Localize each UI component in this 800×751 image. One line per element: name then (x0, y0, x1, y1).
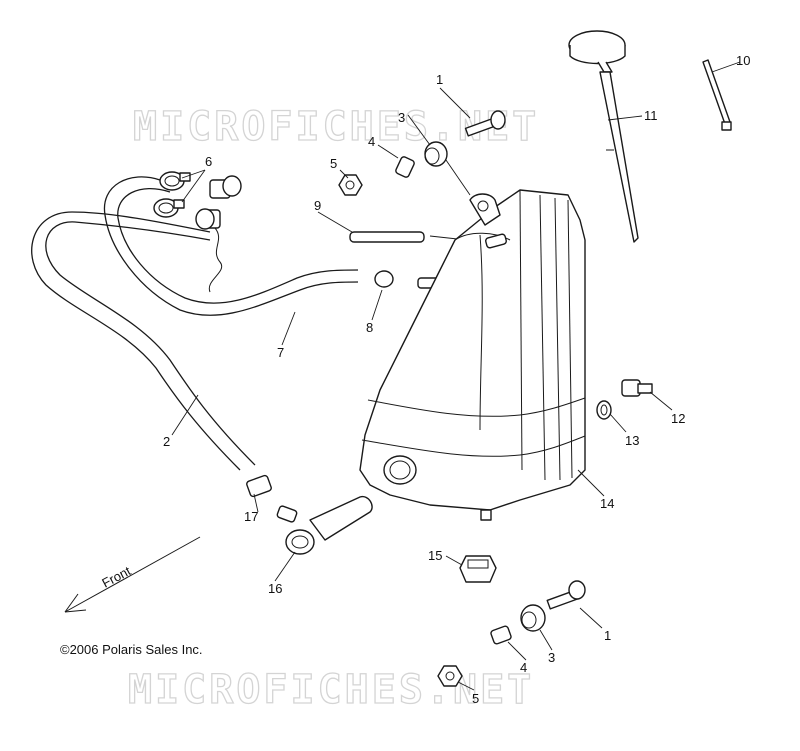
nut-5-top (338, 174, 363, 196)
callout-14: 14 (600, 496, 614, 511)
washer-13 (596, 400, 612, 420)
callout-4-top: 4 (368, 134, 375, 149)
callout-5-top: 5 (330, 156, 337, 171)
clamp-8 (374, 270, 441, 289)
callout-17: 17 (244, 509, 258, 524)
front-label: Front (99, 563, 133, 591)
nut-5-bottom (437, 665, 463, 687)
bolt-1-top (464, 110, 506, 137)
callout-7: 7 (277, 345, 284, 360)
grommet-pair (195, 175, 242, 230)
dipstick-11 (568, 30, 639, 243)
front-arrow (64, 536, 201, 613)
callout-5-bottom: 5 (472, 691, 479, 706)
elbow-16 (276, 495, 373, 555)
callout-2: 2 (163, 434, 170, 449)
watermark-bottom: MICROFICHES.NET (128, 667, 534, 713)
callout-1-bottom: 1 (604, 628, 611, 643)
copyright-text: ©2006 Polaris Sales Inc. (60, 642, 203, 657)
vent-wire (208, 227, 223, 293)
callout-4-bottom: 4 (520, 660, 527, 675)
callout-8: 8 (366, 320, 373, 335)
cap-nut-15 (459, 555, 497, 583)
reservoir-tank-14 (359, 159, 586, 521)
spacer-4-bottom (490, 625, 512, 645)
grommet-3-top (424, 141, 448, 167)
callout-15: 15 (428, 548, 442, 563)
callout-1-top: 1 (436, 72, 443, 87)
hose-2 (31, 211, 256, 471)
bolt-1-bottom (546, 580, 586, 610)
callout-9: 9 (314, 198, 321, 213)
clamp-6 (153, 171, 191, 218)
coupler-17 (246, 474, 272, 498)
tie-strap-10 (702, 59, 732, 131)
leader-lines (171, 61, 741, 691)
fitting-12 (621, 379, 653, 397)
callout-3-top: 3 (398, 110, 405, 125)
hose-7 (103, 176, 359, 316)
spacer-4-top (395, 156, 415, 178)
callout-10: 10 (736, 53, 750, 68)
callout-13: 13 (625, 433, 639, 448)
grommet-3-bottom (520, 604, 546, 632)
callout-16: 16 (268, 581, 282, 596)
callout-3-bottom: 3 (548, 650, 555, 665)
callout-6: 6 (205, 154, 212, 169)
callout-11: 11 (644, 108, 658, 123)
callout-12: 12 (671, 411, 685, 426)
